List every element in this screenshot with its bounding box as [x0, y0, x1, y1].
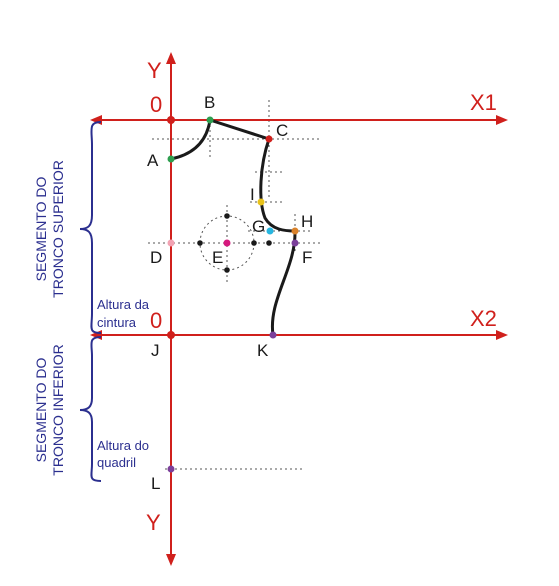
upper-segment-label: SEGMENTO DO TRONCO SUPERIOR: [33, 160, 66, 298]
point-f-label: F: [302, 248, 312, 267]
point-f-dot: [291, 239, 299, 247]
upper-segment-brace: [79, 121, 102, 334]
waist-note-line1: Altura da: [97, 297, 150, 312]
point-k-dot: [269, 331, 277, 339]
y-axis-arrow-top: [166, 52, 176, 64]
point-i-dot: [257, 198, 265, 206]
point-c-dot: [265, 135, 273, 143]
construction-points: [197, 213, 272, 273]
curve-h-k: [270, 229, 297, 337]
curve-a-b: [169, 118, 212, 161]
braces: [79, 121, 102, 482]
point-l-dot: [167, 465, 175, 473]
x2-axis-arrow-right: [496, 330, 508, 340]
y-axis-label-top: Y: [147, 58, 162, 83]
point-h-label: H: [301, 212, 313, 231]
point-marker-top: [224, 213, 230, 219]
origin-label-top: 0: [150, 92, 162, 117]
axes: [90, 52, 508, 566]
point-b-label: B: [204, 93, 215, 112]
point-e-dot: [223, 239, 231, 247]
waist-note-line2: cintura: [97, 315, 137, 330]
point-b-dot: [206, 116, 214, 124]
y-axis-arrow-bottom: [166, 554, 176, 566]
labeled-points: [167, 116, 299, 473]
point-i-label: I: [250, 185, 255, 204]
lower-segment-label-line1: SEGMENTO DO: [33, 358, 49, 463]
y-axis-label-bottom: Y: [146, 510, 161, 535]
point-d-dot: [167, 239, 175, 247]
point-marker-left: [197, 240, 203, 246]
point-0-top-dot: [167, 116, 175, 124]
point-a-label: A: [147, 151, 159, 170]
point-l-label: L: [151, 474, 160, 493]
point-d-label: D: [150, 248, 162, 267]
upper-segment-label-line1: SEGMENTO DO: [33, 177, 49, 282]
point-k-label: K: [257, 341, 269, 360]
point-g-label: G: [252, 217, 265, 236]
point-j-dot: [167, 331, 175, 339]
line-b-c: [208, 118, 271, 141]
point-g-dot: [266, 227, 274, 235]
point-marker-right2: [266, 240, 272, 246]
lower-segment-label-line2: TRONCO INFERIOR: [50, 344, 66, 475]
upper-segment-label-line2: TRONCO SUPERIOR: [50, 160, 66, 298]
point-marker-right: [251, 240, 257, 246]
point-e-label: E: [212, 248, 223, 267]
x1-axis-label: X1: [470, 90, 497, 115]
pattern-curves: [169, 118, 297, 337]
point-c-label: C: [276, 121, 288, 140]
curve-c-h: [259, 137, 297, 233]
lower-segment-brace: [79, 336, 102, 482]
x2-axis-label: X2: [470, 306, 497, 331]
point-j-label: J: [151, 341, 160, 360]
point-h-dot: [291, 227, 299, 235]
x1-axis-arrow-right: [496, 115, 508, 125]
lower-segment-label: SEGMENTO DO TRONCO INFERIOR: [33, 344, 66, 475]
point-marker-bottom: [224, 267, 230, 273]
origin-label-bottom: 0: [150, 308, 162, 333]
hip-note-line2: quadril: [97, 455, 136, 470]
guide-lines: [148, 100, 322, 470]
hip-note-line1: Altura do: [97, 438, 149, 453]
point-a-dot: [167, 155, 175, 163]
